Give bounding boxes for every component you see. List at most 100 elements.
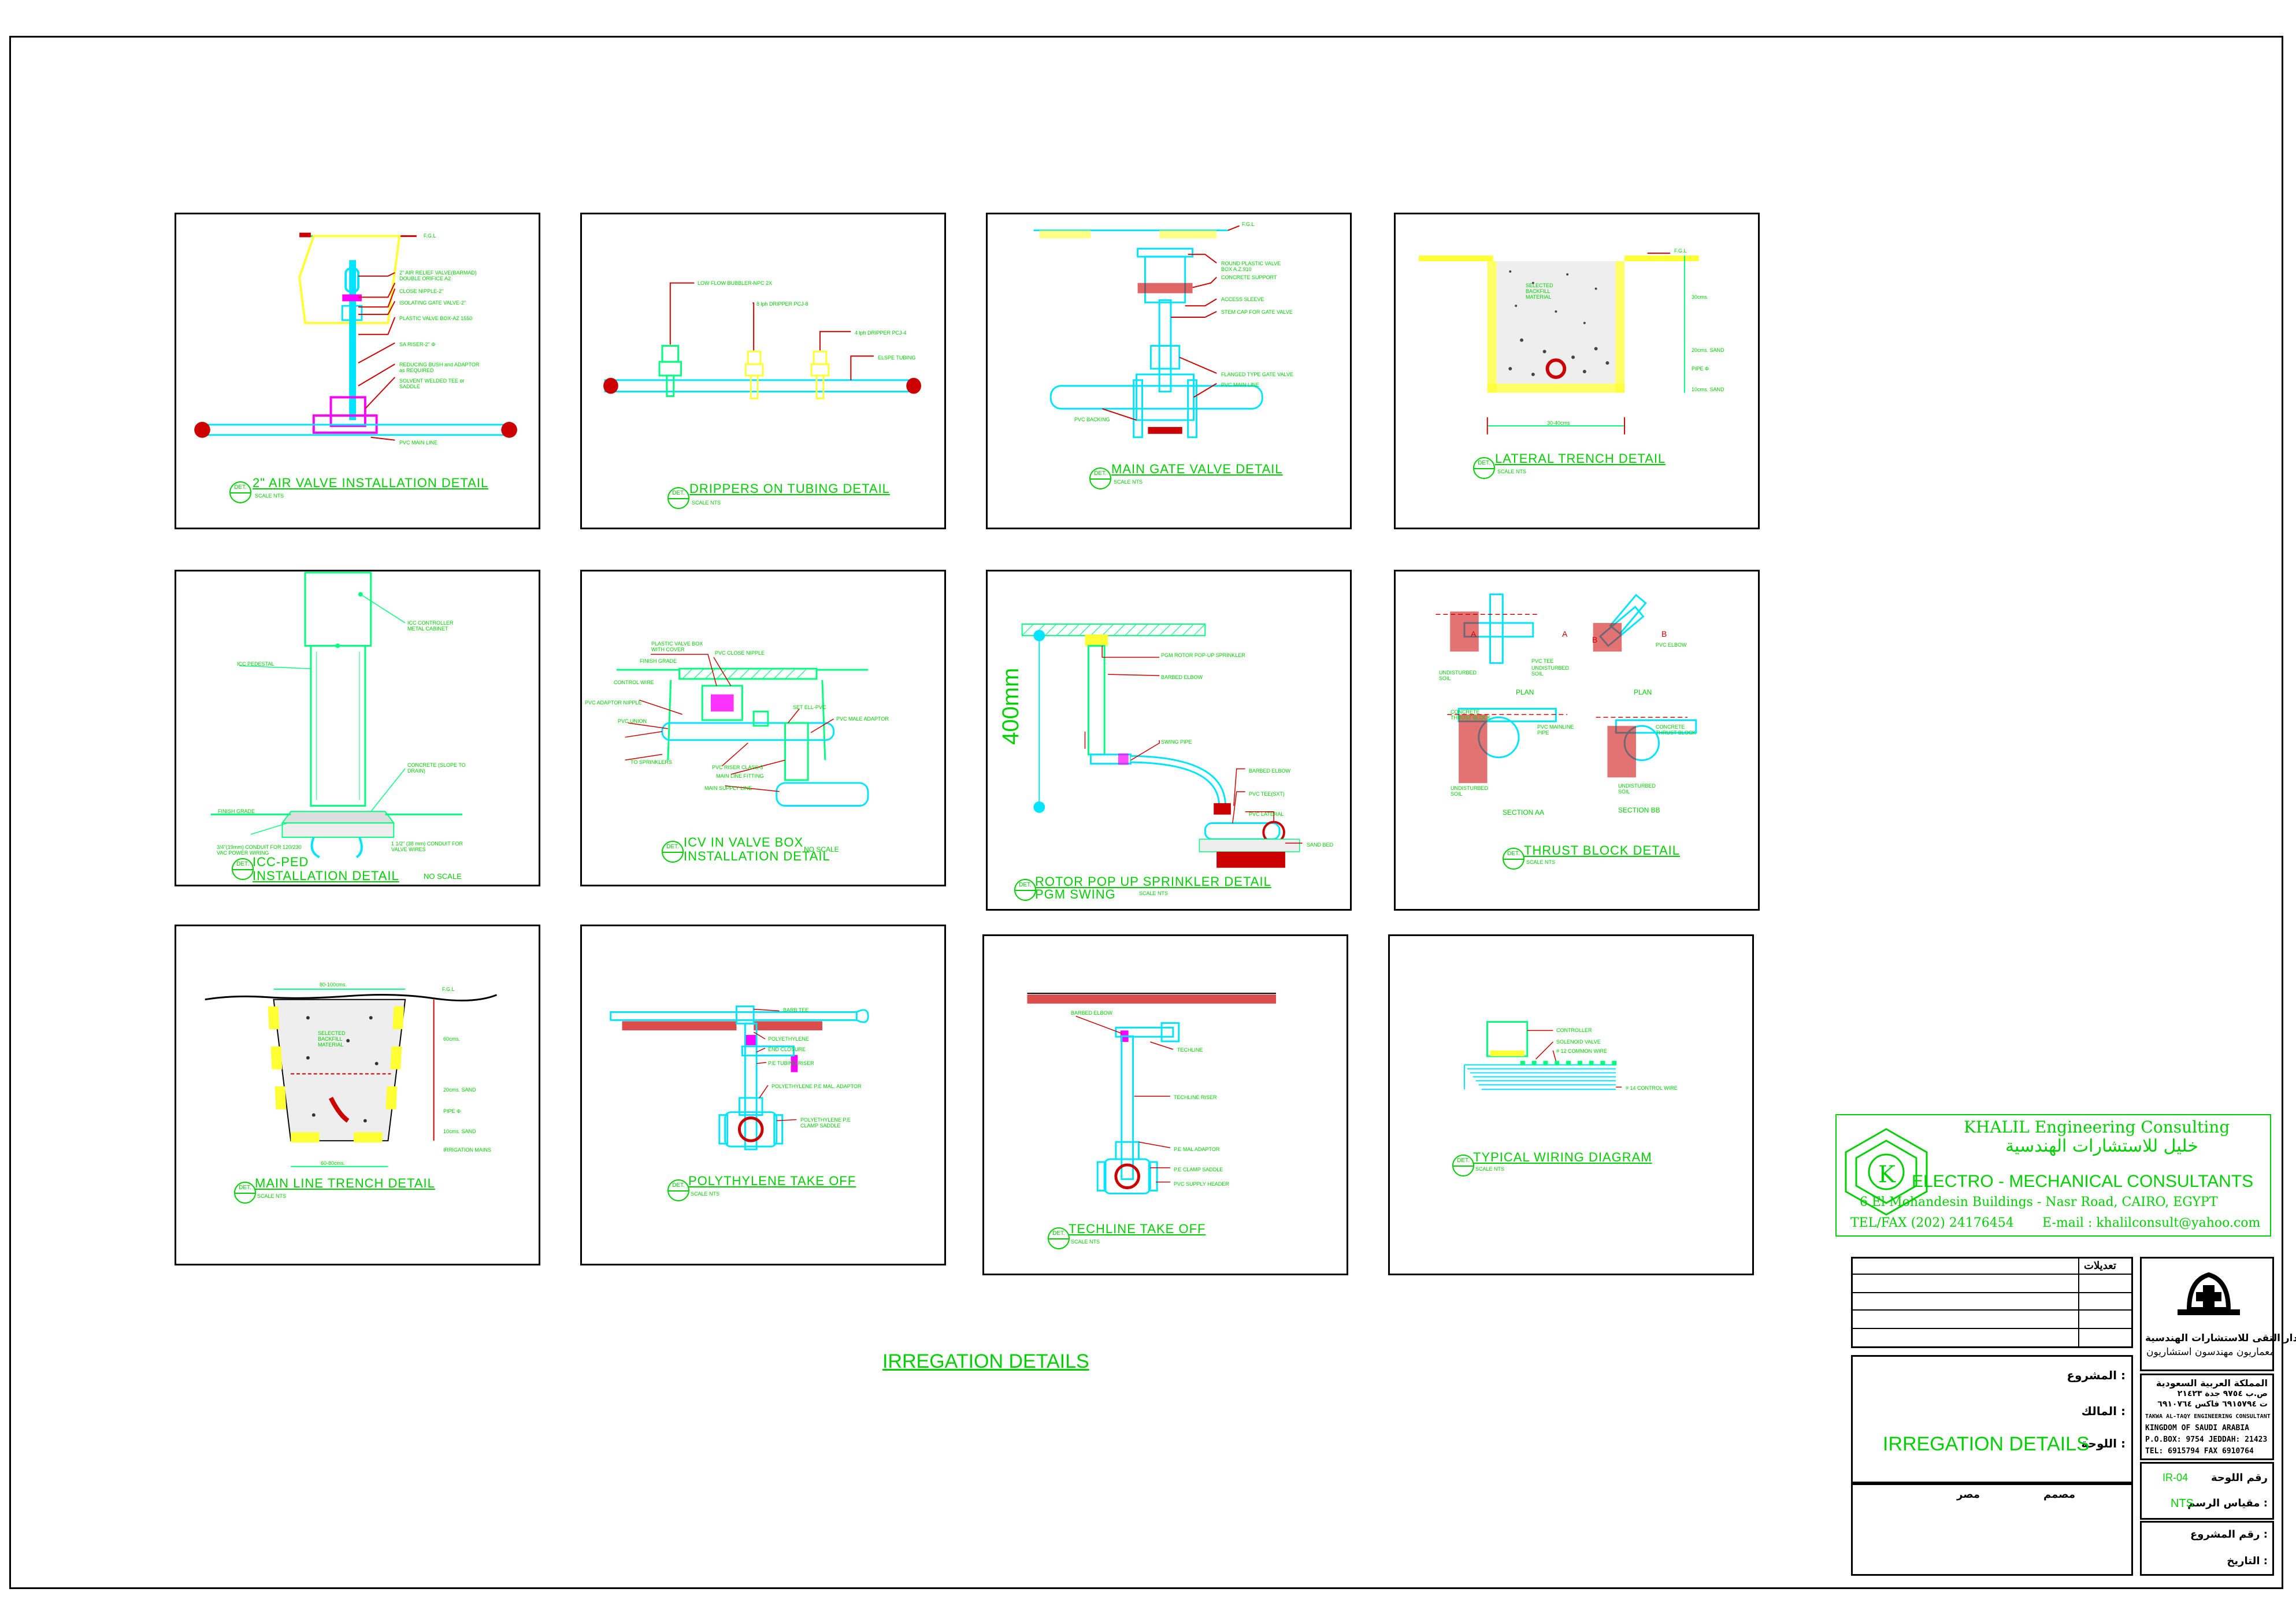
wiring-label-3: # 14 CONTROL WIRE xyxy=(1626,1085,1678,1091)
lateral-trench-label-0: F.G.L xyxy=(1674,248,1687,254)
detail-marker: DET. xyxy=(1503,848,1525,870)
panel-rotor: 400mm PGM ROTOR POP-UP SPRINKLER BARBED … xyxy=(986,570,1352,911)
panel-subtitle: INSTALLATION DETAIL xyxy=(684,849,830,863)
icv-label-1: PVC CLOSE NIPPLE xyxy=(715,650,765,656)
consultant-logo-letter: K xyxy=(1878,1161,1896,1188)
panel-scale: SCALE NTS xyxy=(255,493,284,499)
lateral-trench-label-4: PIPE Φ xyxy=(1692,366,1709,372)
panel-air-valve: F.G.L 2" AIR RELIEF VALVE(BARMAD) DOUBLE… xyxy=(175,213,540,529)
consultant-logo xyxy=(1845,1128,1928,1216)
consultant-name-ar: خليل للاستشارات الهندسية xyxy=(2005,1136,2198,1156)
detail-marker: DET. xyxy=(667,1179,689,1201)
checked-label: مصر xyxy=(1957,1489,1980,1501)
consultant-stamp: K KHALIL Engineering Consulting خليل للا… xyxy=(1835,1114,2271,1237)
gate-valve-label-7: PVC BACKING xyxy=(1074,417,1110,422)
panel-title: MAIN GATE VALVE DETAIL xyxy=(1111,462,1283,476)
panel-lateral-trench: F.G.L SELECTED BACKFILL MATERIAL 30cms. … xyxy=(1394,213,1760,529)
office-address-box: المملكة العربية السعودية ص.ب ٩٧٥٤ جدة ٢١… xyxy=(2140,1374,2274,1460)
panel-subtitle: PGM SWING xyxy=(1035,887,1116,901)
project-label: المشروع : xyxy=(2067,1368,2126,1382)
techline-label-5: PVC SUPPLY HEADER xyxy=(1174,1181,1229,1187)
gate-valve-label-1: ROUND PLASTIC VALVE BOX A.Z.910 xyxy=(1221,261,1281,272)
icc-ped-label-2: CONCRETE (SLOPE TO DRAIN) xyxy=(407,762,466,774)
wiring-label-0: CONTROLLER xyxy=(1556,1027,1592,1033)
drippers-label-3: ELSPE TUBING xyxy=(878,355,916,361)
thrust-label-9: PLAN xyxy=(1634,688,1652,696)
rotor-dimension: 400mm xyxy=(998,667,1023,745)
detail-marker: DET. xyxy=(234,1182,256,1204)
thrust-label-11: PVC MAINLINE PIPE xyxy=(1537,724,1574,736)
poly-label-5: POLYETHYLENE P.E CLAMP SADDLE xyxy=(800,1117,851,1129)
thrust-label-2: B xyxy=(1592,635,1598,644)
icv-label-10: MAIN LINE FITTING xyxy=(716,773,764,779)
icc-ped-label-4: 3/4"(19mm) CONDUIT FOR 120/230 VAC POWER… xyxy=(217,844,302,856)
office-address-0: المملكة العربية السعودية xyxy=(2156,1378,2268,1389)
panel-title: 2" AIR VALVE INSTALLATION DETAIL xyxy=(253,476,489,490)
drippers-drawing xyxy=(603,282,921,399)
panel-techline: BARBED ELBOW TECHLINE TECHLINE RISER P.E… xyxy=(982,934,1348,1275)
rotor-label-1: BARBED ELBOW xyxy=(1161,674,1203,680)
panel-thrust: A A B B UNDISTURBED SOIL PVC TEE UNDISTU… xyxy=(1394,570,1760,911)
detail-marker: DET. xyxy=(229,481,251,503)
panel-scale: SCALE NTS xyxy=(1071,1239,1100,1245)
air-valve-label-1: 2" AIR RELIEF VALVE(BARMAD) DOUBLE ORIFI… xyxy=(399,270,477,281)
panel-gate-valve: F.G.L ROUND PLASTIC VALVE BOX A.Z.910 CO… xyxy=(986,213,1352,529)
office-sub-ar: معماريون مهندسون استشاريون xyxy=(2146,1346,2275,1358)
poly-drawing xyxy=(610,1005,869,1150)
panel-title: POLYTHYLENE TAKE OFF xyxy=(688,1174,856,1188)
thrust-label-1: A xyxy=(1562,629,1568,639)
detail-marker: DET. xyxy=(1048,1227,1070,1249)
panel-scale: SCALE NTS xyxy=(692,500,721,506)
detail-marker: DET. xyxy=(1089,467,1111,489)
panel-scale: SCALE NTS xyxy=(1114,479,1143,485)
thrust-drawing xyxy=(1436,593,1697,784)
panel-poly: BARB TEE POLYETHYLENE END CLOSURE P.E TU… xyxy=(580,925,946,1265)
panel-title: ROTOR POP UP SPRINKLER DETAIL xyxy=(1035,874,1271,889)
office-address-2: ت ٦٩١٥٧٩٤ فاكس ٦٩١٠٧٦٤ xyxy=(2157,1400,2268,1409)
icv-label-3: CONTROL WIRE xyxy=(614,680,654,685)
rotor-drawing xyxy=(1021,623,1303,868)
project-no-box: رقم المشروع : التاريخ : xyxy=(2140,1521,2274,1576)
gate-valve-label-2: CONCRETE SUPPORT xyxy=(1221,274,1277,280)
panel-title: TECHLINE TAKE OFF xyxy=(1069,1222,1206,1236)
panel-subtitle: INSTALLATION DETAIL xyxy=(253,868,399,883)
panel-drippers: LOW FLOW BUBBLER-NPC 2X 8 lph DRIPPER PC… xyxy=(580,213,946,529)
poly-label-0: BARB TEE xyxy=(783,1007,809,1013)
panel-scale: NO SCALE xyxy=(804,845,839,853)
revisions-label: تعديلات xyxy=(2084,1260,2116,1272)
thrust-label-6: UNDISTURBED SOIL xyxy=(1531,665,1570,677)
icv-label-5: PVC UNION xyxy=(618,718,647,724)
panel-title: ICC-PED xyxy=(253,855,309,869)
icc-ped-label-3: FINISH GRADE xyxy=(218,808,255,814)
gate-valve-label-3: ACCESS SLEEVE xyxy=(1221,296,1264,302)
drippers-label-2: 4 lph DRIPPER PCJ-4 xyxy=(855,330,907,336)
main-trench-label-4: PIPE Φ xyxy=(443,1108,461,1114)
thrust-label-3: B xyxy=(1661,629,1667,639)
consultant-telfax: TEL/FAX (202) 24176454 xyxy=(1850,1216,2014,1230)
project-box: المشروع : المالك : اللوحة : IRREGATION D… xyxy=(1851,1355,2133,1483)
detail-marker: DET. xyxy=(667,487,689,509)
thrust-label-14: UNDISTURBED SOIL xyxy=(1618,783,1656,795)
thrust-label-5: PVC TEE xyxy=(1531,658,1554,664)
panel-main-trench: 80-100cms. F.G.L SELECTED BACKFILL MATER… xyxy=(175,925,540,1265)
office-address-1: ص.ب ٩٧٥٤ جدة ٢١٤٢٣ xyxy=(2177,1389,2268,1398)
main-trench-label-2: SELECTED BACKFILL MATERIAL xyxy=(318,1030,346,1048)
icv-label-7: PVC MALE ADAPTOR xyxy=(836,716,889,722)
air-valve-label-2: CLOSE NIPPLE-2" xyxy=(399,288,444,294)
panel-wiring: CONTROLLER SOLENOID VALVE # 12 COMMON WI… xyxy=(1388,934,1754,1275)
sheet-title: IRREGATION DETAILS xyxy=(1883,1433,2090,1455)
date-label: التاريخ : xyxy=(2227,1555,2268,1567)
main-trench-label-5: 20cms. SAND xyxy=(443,1087,476,1093)
signature-box: مصمم مصر xyxy=(1851,1483,2133,1576)
thrust-label-8: PLAN xyxy=(1516,688,1534,696)
panel-title: DRIPPERS ON TUBING DETAIL xyxy=(689,481,890,496)
office-logo-box: دار التقى للاستشارات الهندسية معماريون م… xyxy=(2140,1257,2296,1371)
air-valve-label-3: ISOLATING GATE VALVE-2" xyxy=(399,300,466,306)
thrust-label-13: UNDISTURBED SOIL xyxy=(1451,785,1489,797)
thrust-label-7: PVC ELBOW xyxy=(1656,642,1687,648)
techline-label-4: P.E CLAMP SADDLE xyxy=(1174,1167,1223,1172)
rotor-label-6: SAND BED xyxy=(1307,842,1334,848)
air-valve-label-7: SOLVENT WELDED TEE or SADDLE xyxy=(399,378,465,389)
air-valve-label-4: PLASTIC VALVE BOX-AZ 1550 xyxy=(399,316,473,321)
panel-scale: SCALE NTS xyxy=(1475,1166,1505,1172)
